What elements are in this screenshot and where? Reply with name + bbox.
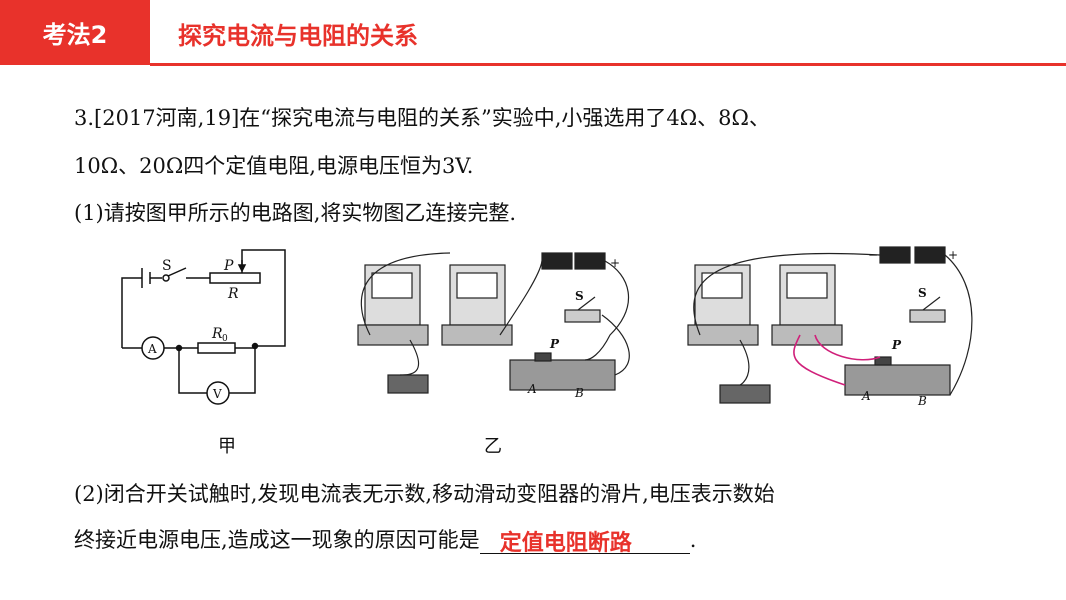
svg-text:S: S bbox=[918, 286, 927, 300]
question-line-2: 10Ω、20Ω四个定值电阻,电源电压恒为3V. bbox=[74, 154, 474, 178]
label-resistor-sub: 0 bbox=[222, 334, 228, 344]
question-part-2-line-2: 终接近电源电压,造成这一现象的原因可能是定值电阻断路. bbox=[74, 524, 697, 556]
photo-completed: S P A B − + bbox=[687, 246, 973, 408]
question-part-1: (1)请按图甲所示的电路图,将实物图乙连接完整. bbox=[74, 201, 517, 225]
svg-text:P: P bbox=[891, 338, 902, 352]
svg-text:B: B bbox=[574, 386, 584, 400]
svg-text:+: + bbox=[948, 248, 958, 262]
section-tag: 考法2 bbox=[0, 0, 150, 65]
svg-text:−: − bbox=[868, 248, 878, 262]
answer-text: 定值电阻断路 bbox=[499, 531, 632, 556]
svg-text:A: A bbox=[861, 389, 871, 403]
physical-circuit-images: S P A B + S P A B − + bbox=[357, 246, 973, 408]
answer-blank: 定值电阻断路 bbox=[479, 531, 690, 556]
caption-yi: 乙 bbox=[484, 436, 502, 457]
svg-text:P: P bbox=[549, 337, 560, 351]
photo-incomplete: S P A B + bbox=[357, 252, 630, 400]
svg-text:B: B bbox=[917, 394, 927, 408]
label-switch: S bbox=[162, 258, 172, 274]
label-rheostat: R bbox=[227, 286, 239, 302]
label-slider: P bbox=[223, 258, 234, 274]
svg-text:+: + bbox=[610, 256, 620, 270]
svg-text:A: A bbox=[527, 382, 537, 396]
question-part-2-text: 终接近电源电压,造成这一现象的原因可能是 bbox=[74, 528, 480, 552]
ammeter-symbol: A bbox=[147, 342, 157, 356]
question-line-1: 3.[2017河南,19]在“探究电流与电阻的关系”实验中,小强选用了4Ω、8Ω… bbox=[74, 106, 770, 130]
circuit-diagram: S P R R 0 A V bbox=[121, 249, 286, 405]
section-title: 探究电流与电阻的关系 bbox=[178, 22, 418, 50]
caption-jia: 甲 bbox=[218, 436, 236, 457]
header-divider bbox=[150, 63, 1066, 66]
voltmeter-symbol: V bbox=[212, 387, 222, 401]
question-part-2-line-1: (2)闭合开关试触时,发现电流表无示数,移动滑动变阻器的滑片,电压表示数始 bbox=[74, 482, 775, 506]
label-resistor: R bbox=[211, 326, 223, 342]
svg-text:S: S bbox=[575, 289, 584, 303]
sentence-end: . bbox=[689, 528, 697, 552]
